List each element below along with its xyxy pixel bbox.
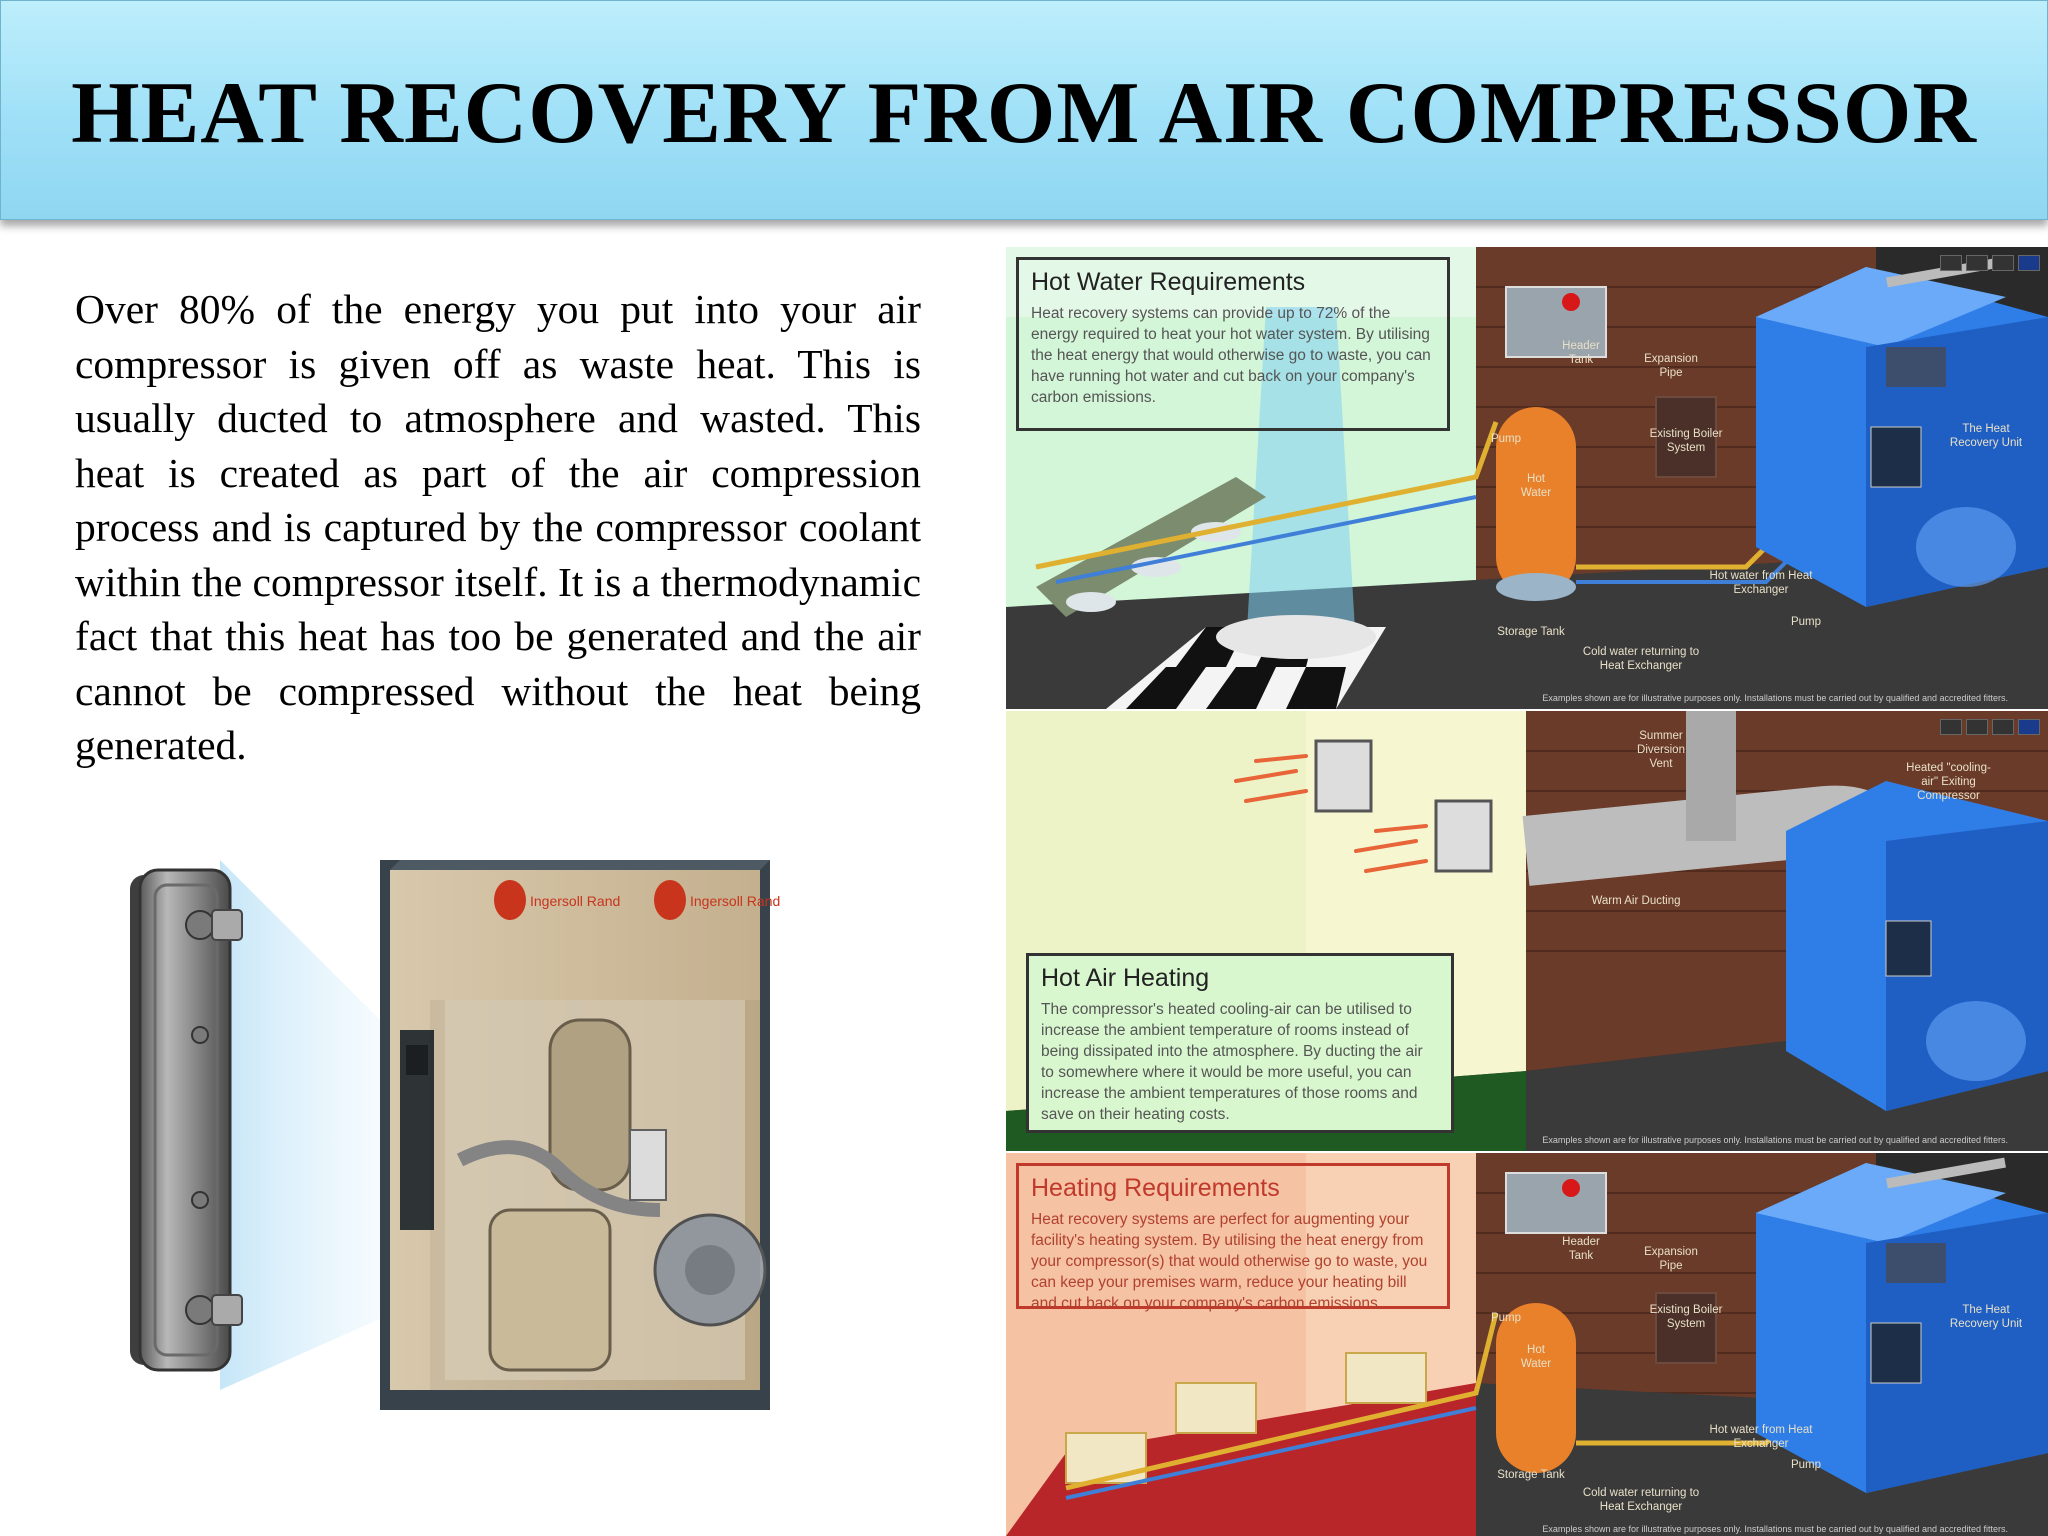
label-storage-tank: Storage Tank	[1497, 1469, 1565, 1481]
infobox-text: Heat recovery systems are perfect for au…	[1031, 1211, 1428, 1312]
compressor-cabinet: Ingersoll Rand Ingersoll Rand	[380, 860, 780, 1410]
compair-unit-1	[1756, 267, 2048, 607]
heat-exchanger	[130, 868, 243, 1372]
label-existing-boiler: Existing Boiler System	[1649, 428, 1723, 454]
label-warm-air: Warm Air Ducting	[1591, 895, 1681, 907]
infobox-title: Hot Water Requirements	[1031, 268, 1306, 296]
label-hot-water: Hot Water	[1520, 473, 1552, 499]
compressor-photo: Ingersoll Rand Ingersoll Rand	[100, 830, 800, 1430]
body-paragraph: Over 80% of the energy you put into your…	[75, 286, 921, 768]
infobox-title: Heating Requirements	[1031, 1174, 1280, 1202]
infobox-title: Hot Air Heating	[1041, 964, 1210, 992]
label-expansion-pipe: Expansion Pipe	[1644, 353, 1698, 379]
infobox-heating: Heating Requirements Heat recovery syste…	[1016, 1163, 1450, 1312]
label-pump-bottom: Pump	[1790, 616, 1822, 628]
label-header-tank: Header Tank	[1562, 340, 1600, 366]
infobox-text: The compressor's heated cooling-air can …	[1041, 1001, 1423, 1123]
label-cold-water: Cold water returning to Heat Exchanger	[1582, 646, 1700, 672]
panel-hot-water: Hot Water Requirements Heat recovery sys…	[1006, 247, 2048, 709]
disclaimer: Examples shown are for illustrative purp…	[1542, 1524, 2008, 1534]
brand-text-left: Ingersoll Rand	[530, 893, 620, 909]
panel-hot-air: Hot Air Heating The compressor's heated …	[1006, 711, 2048, 1151]
label-storage-tank: Storage Tank	[1497, 626, 1565, 638]
label-hot-water-from: Hot water from Heat Exchanger	[1709, 1424, 1813, 1450]
label-header-tank: Header Tank	[1562, 1236, 1600, 1262]
infobox-text: Heat recovery systems can provide up to …	[1031, 305, 1431, 406]
compair-unit-3	[1756, 1163, 2048, 1493]
label-expansion-pipe: Expansion Pipe	[1644, 1246, 1698, 1272]
label-summer-vent: Summer Diversion Vent	[1637, 730, 1685, 770]
label-existing-boiler: Existing Boiler System	[1649, 1304, 1723, 1330]
label-pump-top: Pump	[1490, 1312, 1522, 1324]
panel-heating: Heating Requirements Heat recovery syste…	[1006, 1153, 2048, 1536]
label-heat-recovery-unit: The Heat Recovery Unit	[1949, 423, 2023, 449]
infobox-hot-water: Hot Water Requirements Heat recovery sys…	[1016, 257, 1450, 431]
label-heated-air: Heated "cooling-air" Exiting Compressor	[1906, 762, 1991, 802]
infobox-hot-air: Hot Air Heating The compressor's heated …	[1026, 953, 1454, 1133]
brand-text-right: Ingersoll Rand	[690, 893, 780, 909]
label-cold-water: Cold water returning to Heat Exchanger	[1582, 1487, 1700, 1513]
label-hot-water-from: Hot water from Heat Exchanger	[1709, 570, 1813, 596]
title-banner: HEAT RECOVERY FROM AIR COMPRESSOR	[0, 0, 2048, 220]
label-heat-recovery-unit: The Heat Recovery Unit	[1949, 1304, 2023, 1330]
language-flags[interactable]	[1940, 719, 2040, 735]
page-title: HEAT RECOVERY FROM AIR COMPRESSOR	[71, 65, 1977, 162]
label-pump-top: Pump	[1490, 433, 1522, 445]
disclaimer: Examples shown are for illustrative purp…	[1542, 1135, 2008, 1145]
compair-unit-2	[1786, 781, 2048, 1111]
label-pump-bottom: Pump	[1790, 1459, 1822, 1471]
language-flags[interactable]	[1940, 255, 2040, 271]
label-hot-water: Hot Water	[1520, 1344, 1552, 1370]
disclaimer: Examples shown are for illustrative purp…	[1542, 693, 2008, 703]
